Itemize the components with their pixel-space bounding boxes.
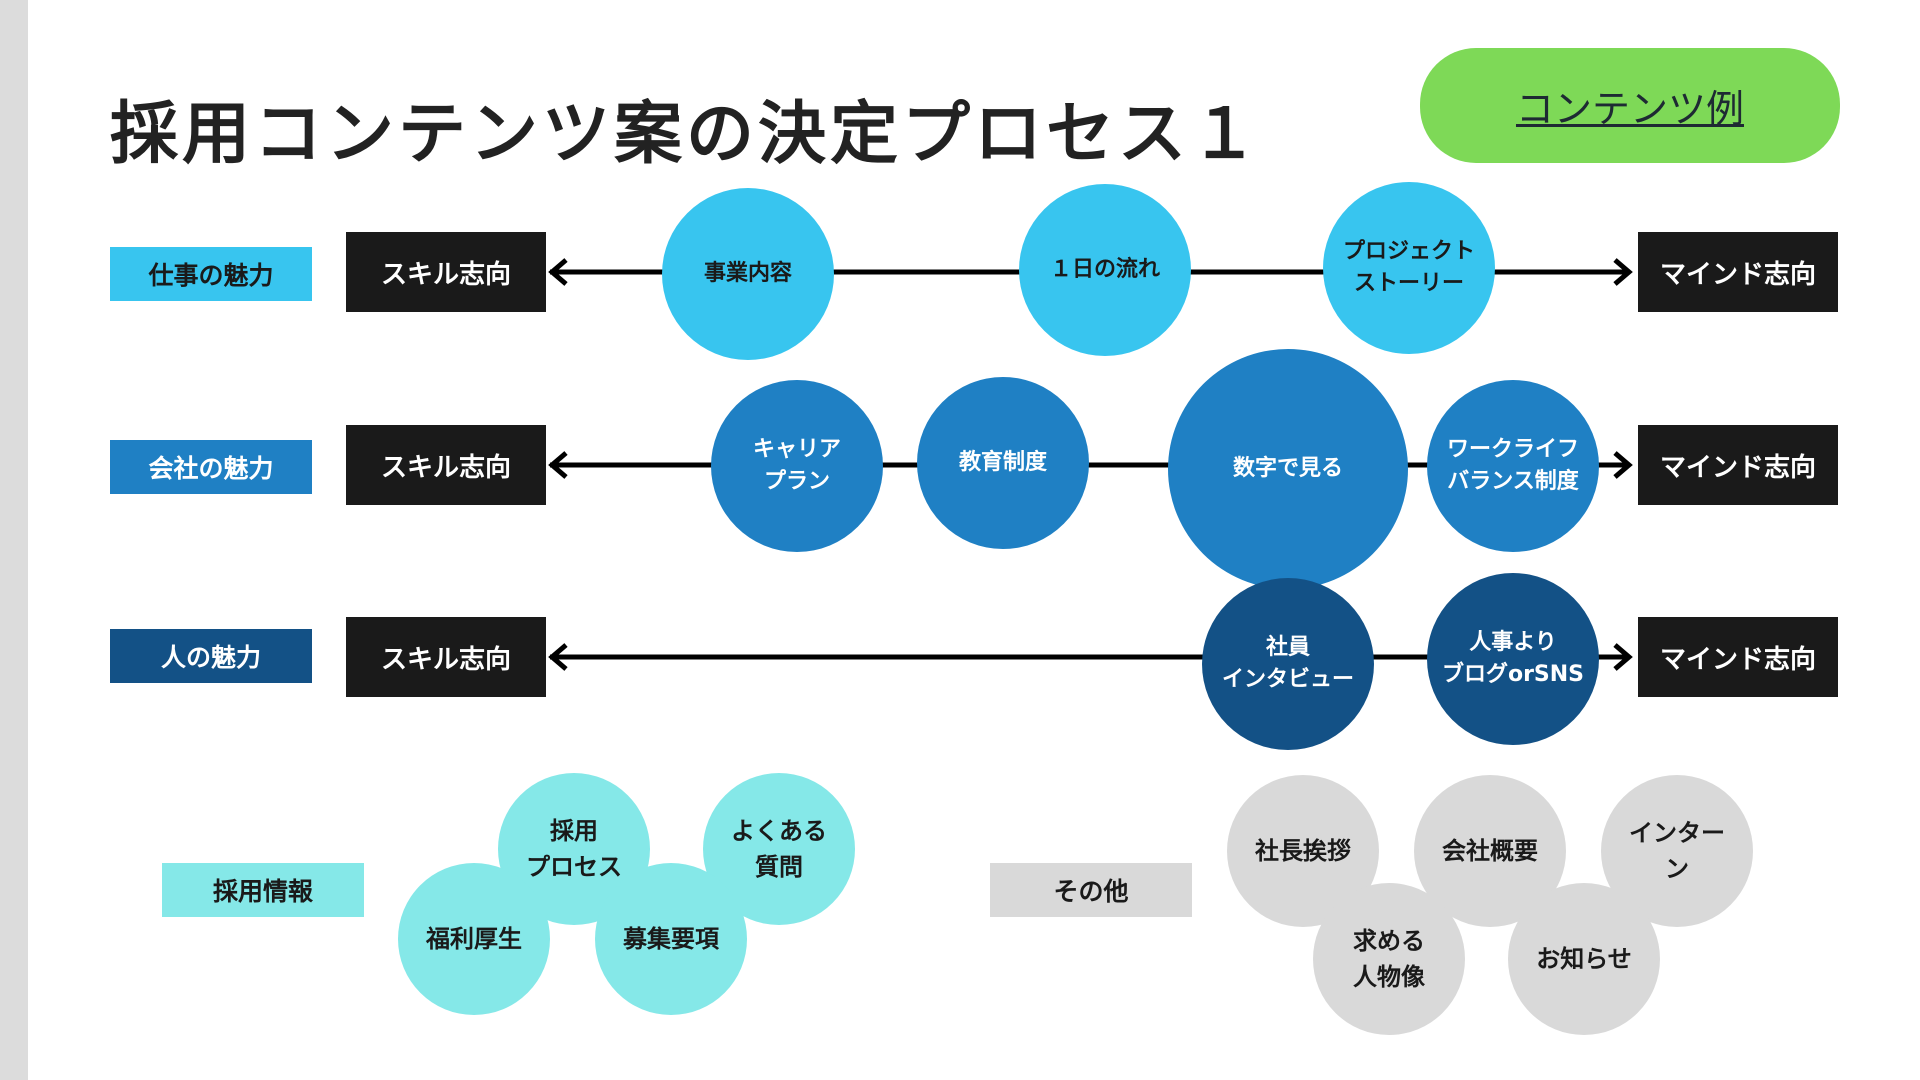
- cloud-job-requirements: 募集要項: [595, 863, 747, 1015]
- row-label-work-appeal: 仕事の魅力: [110, 247, 312, 301]
- row-label-people-appeal: 人の魅力: [110, 629, 312, 683]
- row-label-company-appeal: 会社の魅力: [110, 440, 312, 494]
- cloud-ideal-candidate: 求める 人物像: [1313, 883, 1465, 1035]
- row-work-right-end: マインド志向: [1638, 232, 1838, 312]
- row-company-left-end: スキル志向: [346, 425, 546, 505]
- circle-hr-blog-sns: 人事より ブログorSNS: [1427, 573, 1599, 745]
- row-people-right-end: マインド志向: [1638, 617, 1838, 697]
- cloud-news: お知らせ: [1508, 883, 1660, 1035]
- arrowhead-left: [548, 258, 568, 286]
- group-label-others: その他: [990, 863, 1192, 917]
- circle-business-content: 事業内容: [662, 188, 834, 360]
- arrowhead-right: [1613, 643, 1633, 671]
- cloud-benefits: 福利厚生: [398, 863, 550, 1015]
- arrowhead-right: [1613, 258, 1633, 286]
- circle-daily-flow: １日の流れ: [1019, 184, 1191, 356]
- circle-project-story: プロジェクト ストーリー: [1323, 182, 1495, 354]
- arrowhead-right: [1613, 451, 1633, 479]
- page-title: 採用コンテンツ案の決定プロセス１: [110, 95, 1263, 174]
- group-label-recruitment-info: 採用情報: [162, 863, 364, 917]
- circle-by-numbers: 数字で見る: [1168, 349, 1408, 589]
- circle-work-life-balance: ワークライフ バランス制度: [1427, 380, 1599, 552]
- left-margin-bar: [0, 0, 28, 1080]
- circle-employee-interview: 社員 インタビュー: [1202, 578, 1374, 750]
- row-people-left-end: スキル志向: [346, 617, 546, 697]
- row-work-left-end: スキル志向: [346, 232, 546, 312]
- row-company-right-end: マインド志向: [1638, 425, 1838, 505]
- arrowhead-left: [548, 451, 568, 479]
- circle-career-plan: キャリア プラン: [711, 380, 883, 552]
- arrowhead-left: [548, 643, 568, 671]
- circle-education-system: 教育制度: [917, 377, 1089, 549]
- content-examples-button[interactable]: コンテンツ例: [1420, 48, 1840, 163]
